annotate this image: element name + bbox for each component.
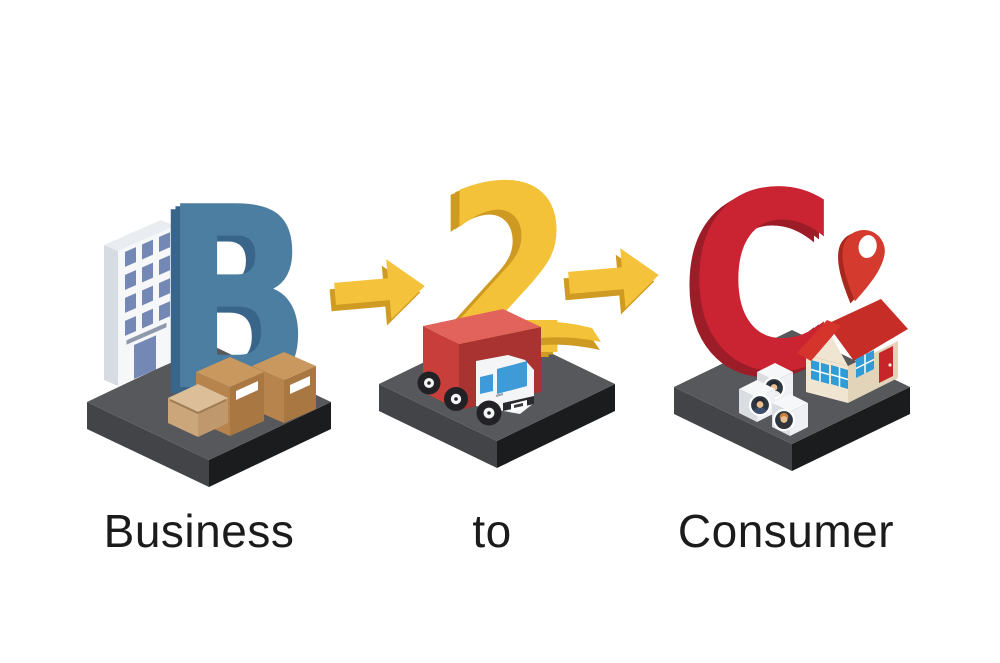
house-gable: [806, 328, 848, 366]
to-group: 2 2 2: [379, 137, 615, 468]
arrow-face: [334, 259, 425, 320]
truck-plate-text: [514, 403, 523, 408]
label-business: Business: [104, 505, 295, 557]
platform-left-face: [379, 384, 497, 468]
avatar-cube-left: [739, 380, 775, 422]
consumer-group: C C C: [674, 141, 910, 471]
office-building-icon: [104, 220, 175, 386]
avatar-cube-front: [772, 394, 808, 436]
platform-right-face: [792, 387, 910, 471]
delivery-truck-icon: [417, 309, 541, 426]
house-door-handle: [888, 363, 892, 367]
arrow-right-icon-2: [563, 248, 659, 315]
building-side-face: [104, 245, 118, 386]
house-roof-slope: [827, 299, 908, 361]
label-consumer: Consumer: [678, 505, 894, 557]
platform-left-face: [87, 402, 209, 487]
building-lintel: [126, 322, 167, 345]
truck-door-handle: [495, 393, 504, 397]
box-lid-seam: [169, 399, 227, 415]
customer-avatars-icon: [739, 363, 808, 436]
house-roof-edge: [797, 320, 841, 361]
letter-c: C C C: [679, 141, 836, 432]
house-window-left-1: [810, 360, 830, 384]
truck-front-wheel: [476, 400, 502, 426]
building-windows: [125, 232, 170, 379]
business-group: B B B: [87, 154, 331, 487]
arrow-face: [568, 248, 659, 309]
box-label: [290, 376, 310, 394]
house-window-right: [855, 350, 875, 378]
label-to: to: [472, 505, 511, 557]
platform-right-face: [497, 384, 615, 468]
truck-rear-wheel: [417, 371, 441, 395]
location-pin-icon: [838, 229, 885, 304]
building-door: [134, 335, 156, 379]
platform-right-face: [209, 402, 331, 487]
house-icon: [797, 299, 908, 403]
house-window-left-2: [830, 365, 849, 389]
truck-windshield: [497, 361, 527, 394]
pin-hole: [858, 235, 877, 259]
arrow-right-icon-1: [329, 259, 425, 326]
box-label: [236, 381, 258, 400]
truck-mid-wheel: [444, 387, 468, 411]
truck-cargo-top: [423, 309, 541, 344]
house-door: [879, 346, 893, 383]
building-roof-face: [104, 220, 175, 251]
platform-left-face: [674, 387, 792, 471]
cardboard-boxes-icon: [168, 352, 316, 437]
truck-side-window: [480, 374, 493, 394]
